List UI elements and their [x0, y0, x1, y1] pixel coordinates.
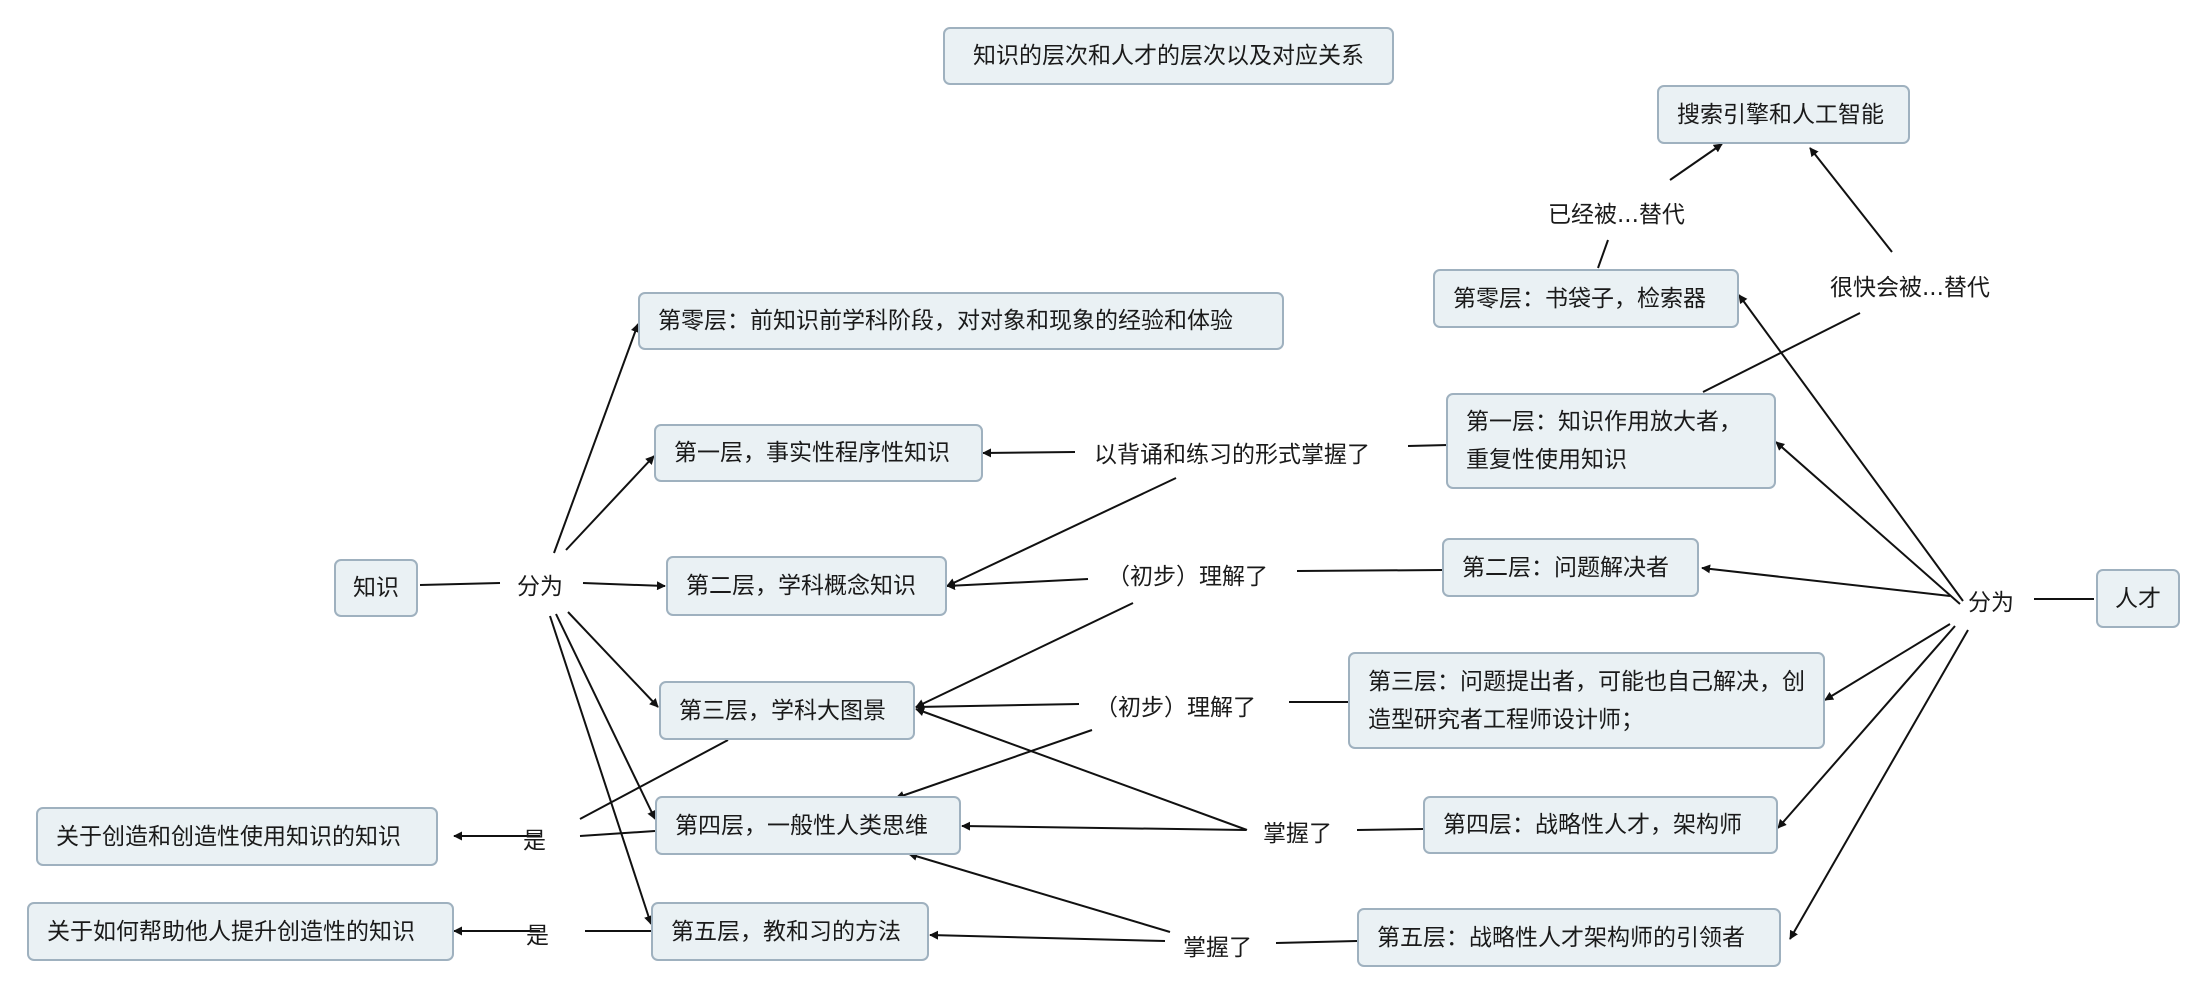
- talent-level-5: 第五层：战略性人才架构师的引领者: [1357, 908, 1781, 967]
- knowledge-level-5: 第五层，教和习的方法: [651, 902, 929, 961]
- knowledge-level-0: 第零层：前知识前学科阶段，对对象和现象的经验和体验: [638, 292, 1284, 350]
- meta-knowledge-help: 关于如何帮助他人提升创造性的知识: [27, 902, 454, 961]
- knowledge-level-2: 第二层，学科概念知识: [666, 556, 947, 616]
- is-label-creative: 是: [523, 828, 546, 854]
- knowledge-level-4: 第四层，一般性人类思维: [655, 796, 961, 855]
- talent-level-2: 第二层：问题解决者: [1442, 538, 1699, 597]
- is-label-help: 是: [526, 923, 549, 949]
- talent-level-3: 第三层：问题提出者，可能也自己解决，创造型研究者工程师设计师；: [1348, 652, 1825, 749]
- knowledge-level-1: 第一层，事实性程序性知识: [654, 424, 983, 482]
- talent-level-4: 第四层：战略性人才，架构师: [1423, 796, 1778, 854]
- talent-level-0: 第零层：书袋子，检索器: [1433, 269, 1739, 328]
- talent-level-1: 第一层：知识作用放大者，重复性使用知识: [1446, 393, 1776, 489]
- soon-replaced-label: 很快会被...替代: [1830, 275, 1990, 301]
- talent-root-node: 人才: [2096, 569, 2180, 628]
- talent-divide-label: 分为: [1968, 590, 2014, 616]
- diagram-title: 知识的层次和人才的层次以及对应关系: [943, 27, 1394, 85]
- replaced-label: 已经被...替代: [1548, 202, 1685, 228]
- relation-understand-label-1: （初步）理解了: [1107, 564, 1268, 590]
- relation-master-label-1: 掌握了: [1263, 821, 1332, 847]
- relation-recite-label: 以背诵和练习的形式掌握了: [1094, 442, 1370, 468]
- knowledge-divide-label: 分为: [517, 574, 563, 600]
- relation-understand-label-2: （初步）理解了: [1095, 695, 1256, 721]
- knowledge-root-node: 知识: [334, 559, 418, 617]
- knowledge-level-3: 第三层，学科大图景: [659, 681, 915, 740]
- search-ai-node: 搜索引擎和人工智能: [1657, 85, 1910, 144]
- meta-knowledge-creative: 关于创造和创造性使用知识的知识: [36, 807, 438, 866]
- relation-master-label-2: 掌握了: [1183, 935, 1252, 961]
